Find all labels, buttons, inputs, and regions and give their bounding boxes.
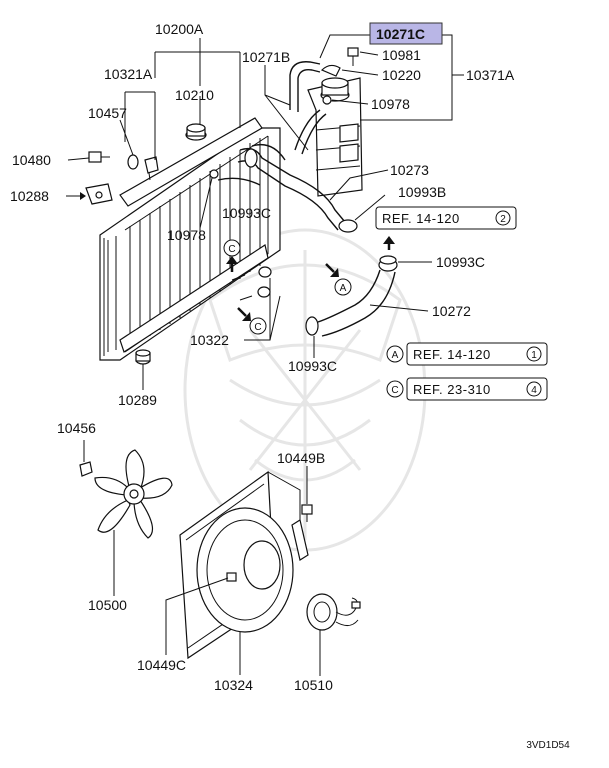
temp-sensor[interactable]: [144, 156, 159, 181]
label-10500: 10500: [88, 597, 127, 613]
drain-plug[interactable]: [135, 349, 151, 365]
o-ring-10457[interactable]: [127, 154, 139, 170]
label-10220: 10220: [382, 67, 421, 83]
cooler-line-fitting-a[interactable]: [258, 266, 272, 278]
marker-a: A: [334, 278, 352, 296]
label-10510: 10510: [294, 677, 333, 693]
svg-text:1: 1: [531, 350, 537, 361]
label-10449B: 10449B: [277, 450, 325, 466]
diagram-code: 3VD1D54: [526, 740, 570, 751]
marker-c-upper: C: [223, 239, 241, 257]
cooling-fan[interactable]: [94, 449, 173, 539]
marker-c-lower: C: [249, 317, 267, 335]
label-10210: 10210: [175, 87, 214, 103]
label-10981: 10981: [382, 47, 421, 63]
svg-text:C: C: [228, 244, 235, 255]
bolt-10981[interactable]: [347, 47, 359, 66]
leader-lines: [66, 34, 464, 676]
hose-clamp-lower-left[interactable]: [305, 316, 319, 336]
svg-text:C: C: [254, 322, 261, 333]
hose-clamp-lower-right[interactable]: [378, 255, 398, 272]
svg-text:REF. 14-120: REF. 14-120: [382, 211, 460, 226]
cooler-line-fitting-b[interactable]: [257, 286, 271, 298]
arrow-to-c-lower: [237, 307, 251, 321]
fan-nut-10456[interactable]: [79, 461, 93, 477]
ref-box-a-14-120-1[interactable]: A REF. 14-120 1: [386, 342, 548, 366]
label-10449C: 10449C: [137, 657, 186, 673]
lower-radiator-hose[interactable]: [317, 269, 396, 337]
label-10288: 10288: [10, 188, 49, 204]
fan-motor[interactable]: [306, 593, 361, 631]
label-10271B: 10271B: [242, 49, 290, 65]
label-10272: 10272: [432, 303, 471, 319]
label-10457: 10457: [88, 105, 127, 121]
label-10324: 10324: [214, 677, 253, 693]
label-10993B: 10993B: [398, 184, 446, 200]
arrow-to-a: [325, 263, 339, 277]
label-10978-top: 10978: [371, 96, 410, 112]
label-10480: 10480: [12, 152, 51, 168]
label-10271C-highlight[interactable]: 10271C: [369, 22, 443, 45]
svg-text:4: 4: [531, 385, 537, 396]
svg-text:A: A: [392, 350, 399, 361]
reserve-tank[interactable]: [307, 77, 363, 197]
label-10993C-right: 10993C: [436, 254, 485, 270]
label-10978-lower: 10978: [167, 227, 206, 243]
fan-shroud[interactable]: [179, 470, 309, 660]
svg-text:REF. 14-120: REF. 14-120: [413, 347, 491, 362]
ref-box-c-23-310-4[interactable]: C REF. 23-310 4: [386, 377, 548, 401]
svg-text:2: 2: [500, 214, 506, 225]
bolt-10449B[interactable]: [301, 504, 313, 522]
hose-clamp-upper-left[interactable]: [244, 148, 258, 168]
label-10271C: 10271C: [376, 26, 425, 42]
label-10456: 10456: [57, 420, 96, 436]
bracket-10288[interactable]: [85, 183, 113, 205]
svg-text:REF. 23-310: REF. 23-310: [413, 382, 491, 397]
label-10289: 10289: [118, 392, 157, 408]
arrow-to-c-upper: [226, 256, 238, 272]
label-10371A: 10371A: [466, 67, 515, 83]
clip-10978a[interactable]: [322, 95, 332, 105]
label-10273: 10273: [390, 162, 429, 178]
reserve-tank-hose[interactable]: [289, 61, 321, 112]
bolt-10449C[interactable]: [226, 572, 237, 582]
label-10993C-bottom: 10993C: [288, 358, 337, 374]
ref-box-14-120-2[interactable]: REF. 14-120 2: [375, 206, 517, 230]
bolt-10480[interactable]: [88, 151, 110, 163]
label-10321A: 10321A: [104, 66, 153, 82]
label-10993C-upper: 10993C: [222, 205, 271, 221]
bypass-tube[interactable]: [217, 177, 261, 186]
svg-text:C: C: [391, 385, 398, 396]
hose-clamp-upper-right[interactable]: [338, 219, 358, 233]
svg-text:A: A: [340, 283, 347, 294]
radiator-cap[interactable]: [185, 123, 207, 141]
clip-10978b[interactable]: [209, 169, 219, 179]
arrow-to-ref-14-120-2: [383, 236, 395, 250]
overflow-hose[interactable]: [294, 109, 327, 155]
label-10322: 10322: [190, 332, 229, 348]
label-10200A: 10200A: [155, 21, 204, 37]
clip-10220[interactable]: [320, 64, 341, 77]
